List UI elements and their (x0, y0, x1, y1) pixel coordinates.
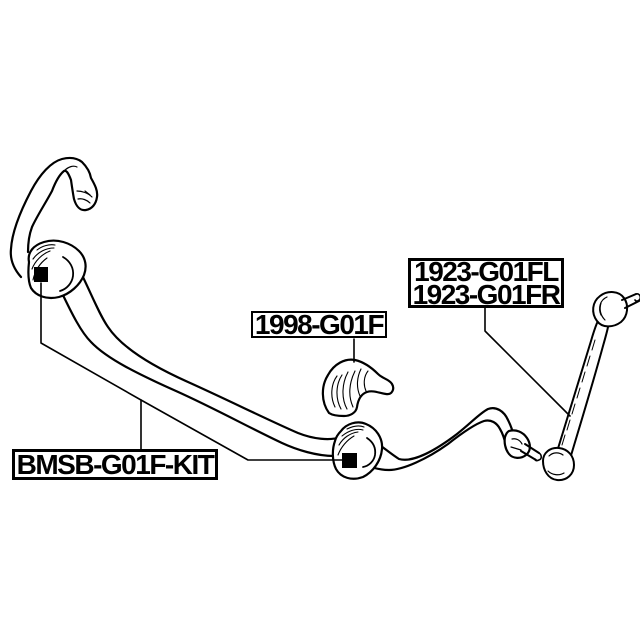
stabilizer-bar-mid-upper-edge (78, 269, 343, 441)
stabilizer-bar-right-tip (503, 429, 531, 459)
link-lower-ball-joint (542, 446, 575, 482)
part-label-kit: BMSB-G01F-KIT (12, 449, 218, 480)
kit-marker-middle (342, 453, 357, 468)
part-label-link: 1923-G01FL 1923-G01FR (408, 256, 564, 310)
spare-bushing-hatching (331, 368, 369, 410)
leader-lines (40, 282, 571, 461)
link-lower-boot-ridges (547, 452, 565, 476)
leader-kit-middle (140, 399, 343, 461)
part-number-link-fr: 1923-G01FR (412, 279, 561, 310)
part-label-bushing: 1998-G01F (251, 309, 387, 340)
link-lower-stud (520, 443, 543, 462)
leader-link-label (484, 307, 571, 417)
left-bushing (27, 239, 87, 300)
middle-bushing-bore (362, 437, 377, 468)
stabilizer-bar-mid-lower-edge (59, 289, 336, 458)
spare-bushing (321, 358, 395, 418)
link-rod-left-edge (555, 322, 598, 456)
bar-end-facets-right (510, 438, 523, 451)
stabilizer-bar (9, 156, 531, 472)
stabilizer-bar-left-arm (9, 156, 99, 279)
stabilizer-bar-right-lower-edge (363, 419, 508, 472)
link-upper-boot-ridges (599, 296, 608, 321)
left-bushing-bore (59, 256, 75, 292)
link-rod-right-edge (569, 326, 609, 460)
bar-end-facets-left (63, 165, 93, 204)
part-number-kit: BMSB-G01F-KIT (16, 449, 215, 480)
leader-kit-left (40, 282, 142, 451)
link-rod-hatching (561, 339, 596, 446)
stabilizer-bar-right-upper-edge (372, 407, 516, 461)
middle-bushing (331, 421, 384, 480)
link-upper-stud (621, 293, 640, 309)
link-upper-ball-joint (592, 291, 629, 328)
part-number-bushing: 1998-G01F (254, 309, 385, 340)
stabilizer-link (520, 291, 640, 482)
kit-marker-left (34, 267, 48, 282)
part-number-link-fl: 1923-G01FL (414, 256, 559, 287)
middle-bushing-hatching (337, 425, 365, 456)
